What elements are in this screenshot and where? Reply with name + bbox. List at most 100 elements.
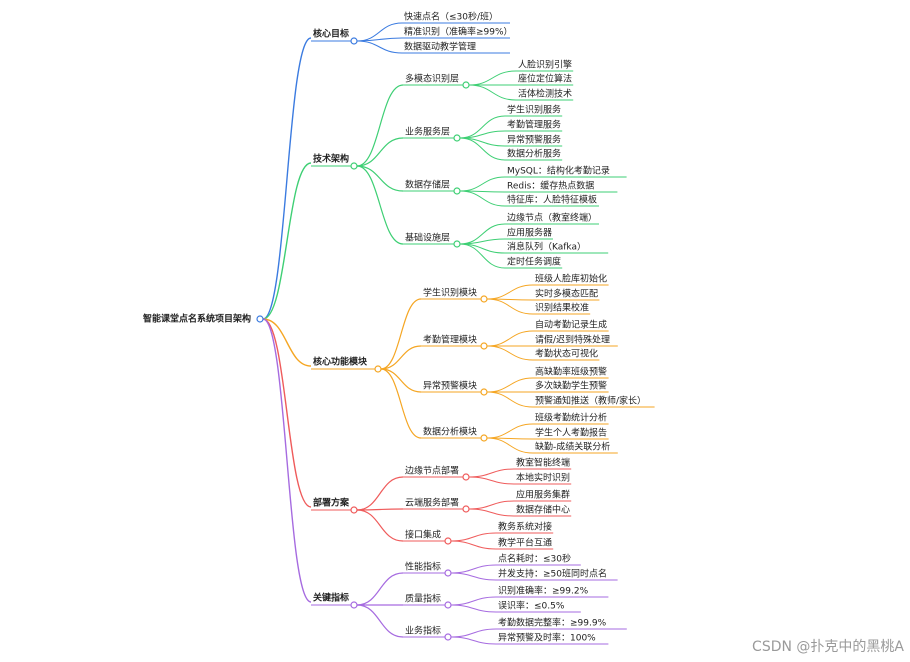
root-node-label: 智能课堂点名系统项目架构	[143, 313, 251, 325]
sub-node-label: 质量指标	[405, 593, 441, 605]
leaf-node-label: 快速点名（≤30秒/班）	[404, 11, 498, 23]
sub-toggle[interactable]	[453, 187, 461, 195]
sub-toggle[interactable]	[462, 505, 470, 513]
leaf-connector	[468, 468, 515, 478]
sub-toggle[interactable]	[444, 537, 452, 545]
leaf-node-label: 精准识别（准确率≥99%）	[404, 26, 513, 38]
leaf-node-label: 考勤状态可视化	[535, 348, 598, 360]
leaf-connector	[450, 628, 497, 638]
sub-toggle[interactable]	[444, 569, 452, 577]
leaf-node-label: 活体检测技术	[518, 88, 572, 100]
branch-toggle[interactable]	[350, 162, 358, 170]
leaf-connector	[468, 500, 515, 510]
leaf-node-label: 学生个人考勤报告	[535, 427, 607, 439]
branch-label: 技术架构	[313, 153, 349, 165]
branch-connector	[262, 318, 312, 367]
leaf-connector	[468, 70, 517, 86]
leaf-node-label: 座位定位算法	[518, 73, 572, 85]
leaf-node-label: 考勤管理服务	[507, 119, 561, 131]
sub-connector	[356, 137, 404, 167]
branch-toggle[interactable]	[350, 506, 358, 514]
sub-toggle[interactable]	[444, 601, 452, 609]
leaf-node-label: 请假/迟到特殊处理	[535, 334, 610, 346]
leaf-connector	[459, 190, 506, 207]
leaf-connector	[486, 377, 534, 393]
leaf-node-label: 实时多模态匹配	[535, 288, 598, 300]
leaf-node-label: 数据驱动教学管理	[404, 41, 476, 53]
leaf-connector	[468, 84, 517, 101]
leaf-node-label: 数据存储中心	[516, 504, 570, 516]
sub-connector	[356, 165, 404, 192]
branch-connector	[262, 318, 312, 603]
leaf-connector	[356, 40, 403, 54]
sub-node-label: 边缘节点部署	[405, 465, 459, 477]
leaf-node-label: 人脸识别引擎	[518, 59, 572, 71]
sub-node-label: 数据存储层	[405, 179, 450, 191]
sub-connector	[380, 368, 422, 393]
leaf-node-label: 应用服务集群	[516, 489, 570, 501]
leaf-node-label: 数据分析服务	[507, 148, 561, 160]
branch-label: 核心功能模块	[313, 356, 368, 368]
leaf-node-label: 高缺勤率班级预警	[535, 366, 607, 378]
sub-node-label: 业务指标	[405, 625, 441, 637]
sub-toggle[interactable]	[462, 81, 470, 89]
root-toggle[interactable]	[256, 315, 264, 323]
leaf-node-label: 应用服务器	[507, 227, 552, 239]
leaf-node-label: 班级人脸库初始化	[535, 273, 607, 285]
sub-toggle[interactable]	[453, 134, 461, 142]
leaf-node-label: 多次缺勤学生预警	[535, 380, 607, 392]
leaf-node-label: 点名耗时：≤30秒	[498, 553, 571, 565]
leaf-connector	[486, 437, 534, 454]
leaf-node-label: 自动考勤记录生成	[535, 319, 607, 331]
leaf-node-label: 教室智能终端	[516, 457, 570, 469]
leaf-connector	[486, 298, 534, 315]
sub-toggle[interactable]	[480, 388, 488, 396]
leaf-connector	[459, 176, 506, 192]
sub-node-label: 云端服务部署	[405, 497, 459, 509]
leaf-connector	[468, 476, 515, 485]
leaf-connector	[486, 345, 534, 361]
branch-connector	[262, 318, 312, 508]
leaf-node-label: 考勤数据完整率：≥99.9%	[498, 617, 607, 629]
sub-toggle[interactable]	[444, 633, 452, 641]
sub-connector	[380, 298, 422, 370]
leaf-connector	[486, 423, 534, 439]
leaf-node-label: 本地实时识别	[516, 472, 570, 484]
branch-toggle[interactable]	[350, 601, 358, 609]
leaf-node-label: 特征库：人脸特征模板	[507, 194, 597, 206]
leaf-node-label: 异常预警服务	[507, 134, 561, 146]
sub-toggle[interactable]	[453, 240, 461, 248]
branch-toggle[interactable]	[374, 365, 382, 373]
leaf-node-label: 教务系统对接	[498, 521, 552, 533]
leaf-node-label: 定时任务调度	[507, 256, 561, 268]
leaf-node-label: 异常预警及时率：100%	[498, 632, 596, 644]
sub-node-label: 基础设施层	[405, 232, 450, 244]
leaf-node-label: 识别准确率：≥99.2%	[498, 585, 589, 597]
leaf-connector	[450, 596, 497, 606]
leaf-connector	[450, 572, 497, 581]
sub-connector	[356, 84, 404, 167]
leaf-node-label: 班级考勤统计分析	[535, 412, 607, 424]
sub-node-label: 业务服务层	[405, 126, 450, 138]
sub-toggle[interactable]	[480, 434, 488, 442]
sub-connector	[356, 572, 404, 606]
branch-label: 核心目标	[313, 28, 349, 40]
leaf-connector	[486, 391, 534, 408]
leaf-node-label: 识别结果校准	[535, 302, 589, 314]
leaf-connector	[486, 284, 534, 300]
leaf-connector	[486, 330, 534, 347]
branch-connector	[262, 37, 312, 320]
leaf-node-label: Redis：缓存热点数据	[507, 180, 594, 192]
sub-toggle[interactable]	[480, 295, 488, 303]
leaf-connector	[450, 636, 497, 645]
leaf-node-label: 误识率：≤0.5%	[498, 600, 565, 612]
sub-node-label: 数据分析模块	[423, 426, 477, 438]
leaf-connector	[459, 137, 506, 161]
sub-toggle[interactable]	[480, 342, 488, 350]
branch-toggle[interactable]	[350, 37, 358, 45]
watermark-text: CSDN @扑克中的黑桃A	[752, 639, 904, 655]
sub-node-label: 性能指标	[405, 561, 441, 573]
sub-node-label: 异常预警模块	[423, 380, 477, 392]
sub-toggle[interactable]	[462, 473, 470, 481]
